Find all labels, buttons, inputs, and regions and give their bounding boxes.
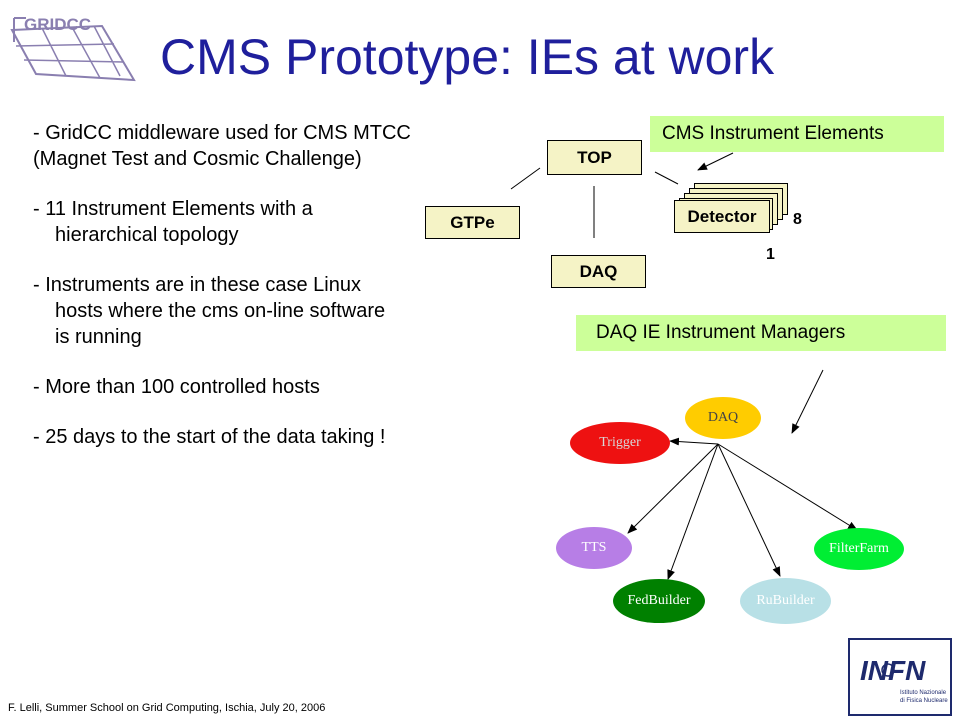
node-gtpe[interactable]: GTPe bbox=[425, 206, 520, 239]
bullet-item: - 11 Instrument Elements with a hierarch… bbox=[33, 196, 483, 248]
line-top-gtpe bbox=[510, 167, 541, 190]
line-daq-tts bbox=[627, 443, 719, 534]
daq-ie-instrument-managers-label: DAQ IE Instrument Managers bbox=[576, 315, 946, 351]
node-rubuilder[interactable]: RuBuilder bbox=[740, 578, 831, 624]
infn-logo-text: INFN bbox=[860, 655, 926, 686]
line-daq-fedbuilder bbox=[667, 443, 719, 580]
bullet-item: - GridCC middleware used for CMS MTCC (M… bbox=[33, 120, 483, 172]
node-daq-manager[interactable]: DAQ bbox=[685, 397, 761, 439]
node-tts[interactable]: TTS bbox=[556, 527, 632, 569]
bullet-list: - GridCC middleware used for CMS MTCC (M… bbox=[33, 120, 483, 474]
node-filterfarm[interactable]: FilterFarm bbox=[814, 528, 904, 570]
node-daq[interactable]: DAQ bbox=[551, 255, 646, 288]
node-fedbuilder[interactable]: FedBuilder bbox=[613, 579, 705, 623]
detector-count-1: 1 bbox=[766, 246, 775, 263]
bullet-item: - Instruments are in these case Linux ho… bbox=[33, 272, 483, 350]
arrow-ie-label bbox=[697, 152, 734, 171]
cms-instrument-elements-label: CMS Instrument Elements bbox=[650, 116, 944, 152]
node-top[interactable]: TOP bbox=[547, 140, 642, 175]
bullet-text: hierarchical topology bbox=[55, 224, 239, 246]
bullet-text: is running bbox=[55, 326, 142, 348]
gridcc-logo-text: GRIDCC bbox=[24, 15, 91, 34]
footer-credit: F. Lelli, Summer School on Grid Computin… bbox=[8, 702, 326, 714]
line-daq-trigger bbox=[669, 437, 719, 446]
bullet-item: - 25 days to the start of the data takin… bbox=[33, 424, 483, 450]
node-trigger[interactable]: Trigger bbox=[570, 422, 670, 464]
bullet-text: - 25 days to the start of the data takin… bbox=[33, 426, 386, 448]
detector-count-8: 8 bbox=[793, 211, 802, 228]
bullet-text: - 11 Instrument Elements with a bbox=[33, 198, 313, 220]
infn-subtitle: Istituto Nazionale bbox=[900, 690, 947, 696]
node-detector[interactable]: Detector bbox=[674, 200, 770, 233]
bullet-text: - More than 100 controlled hosts bbox=[33, 376, 320, 398]
slide-title: CMS Prototype: IEs at work bbox=[160, 29, 775, 85]
arrow-managers-label bbox=[791, 369, 824, 434]
gridcc-logo: GRIDCC bbox=[6, 8, 146, 88]
bullet-item: - More than 100 controlled hosts bbox=[33, 374, 483, 400]
infn-logo: INFN Istituto Nazionale di Fisica Nuclea… bbox=[848, 638, 952, 716]
line-daq-rubuilder bbox=[717, 443, 781, 577]
bullet-text: - Instruments are in these case Linux bbox=[33, 274, 361, 296]
line-top-detector bbox=[654, 171, 679, 185]
infn-subtitle: di Fisica Nucleare bbox=[900, 698, 948, 704]
bullet-text: - GridCC middleware used for CMS MTCC (M… bbox=[33, 122, 411, 170]
bullet-text: hosts where the cms on-line software bbox=[55, 300, 386, 322]
infn-atom-icon bbox=[881, 663, 895, 677]
line-daq-filterfarm bbox=[717, 443, 858, 531]
